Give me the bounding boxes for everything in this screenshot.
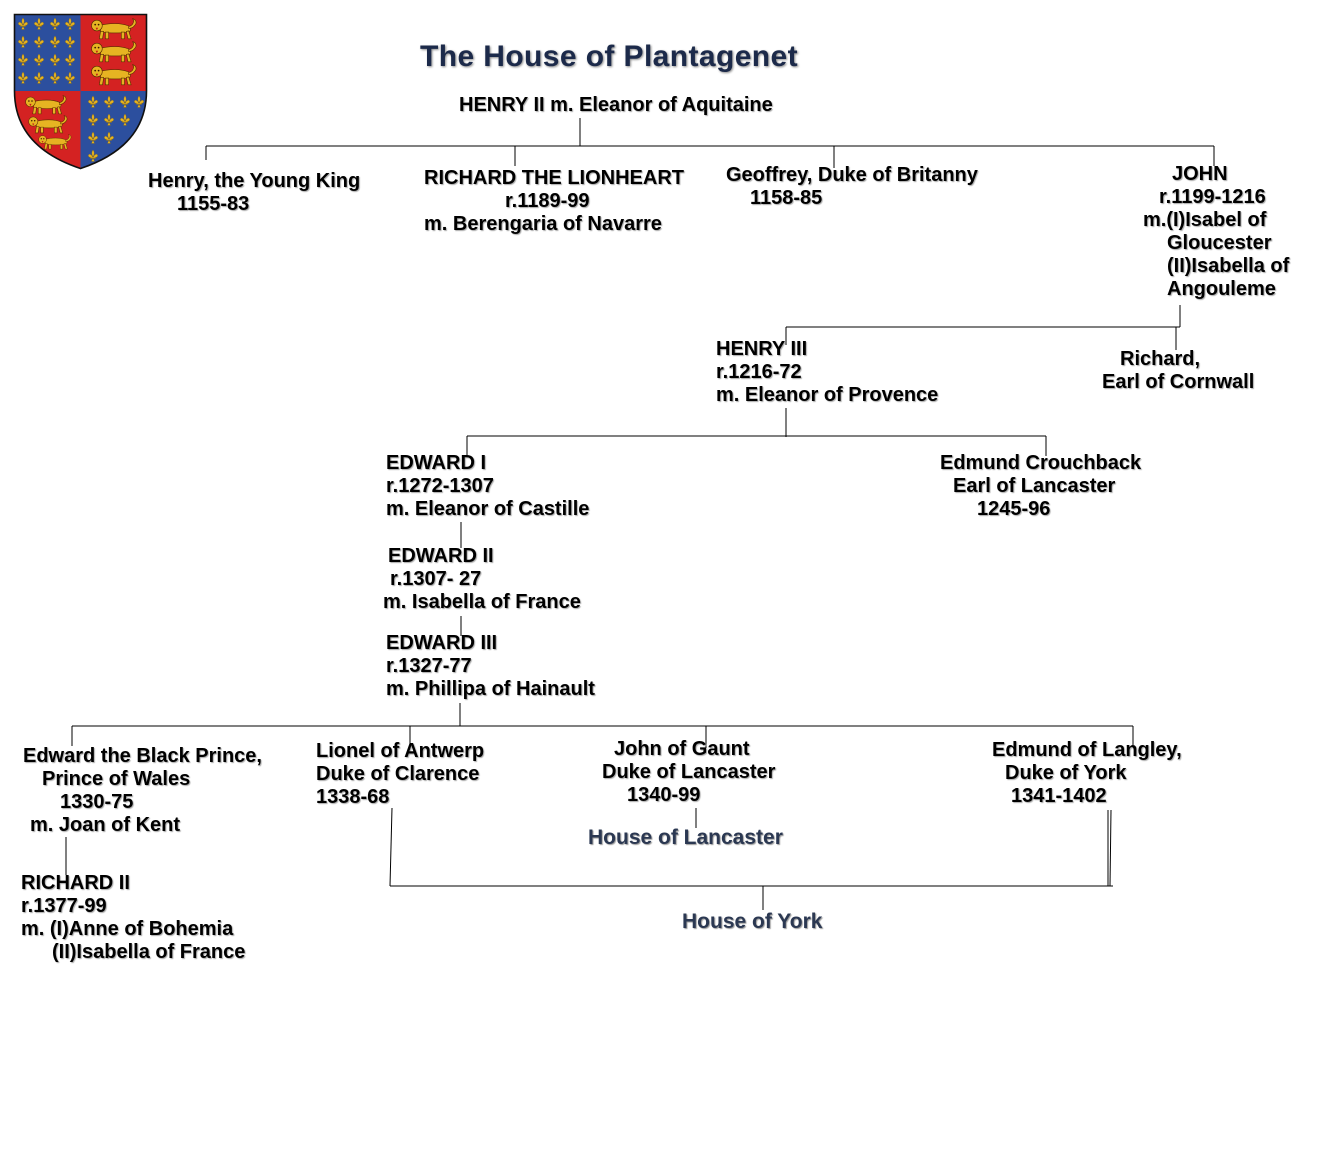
richard-cornwall-title: Earl of Cornwall [1102,371,1255,393]
connector-line [389,807,393,887]
black-prince-marriage: m. Joan of Kent [30,814,181,836]
edmund-crouchback-dates: 1245-96 [977,498,1051,520]
edmund-crouchback-title: Earl of Lancaster [953,475,1116,497]
langley-dates: 1341-1402 [1011,785,1107,807]
edward-i-marriage: m. Eleanor of Castille [386,498,590,520]
coat-of-arms-shield [13,13,148,170]
shield-quarter-france [80,91,147,169]
person-edward-i: EDWARD I r.1272-1307 m. Eleanor of Casti… [386,452,589,521]
black-prince-name: Edward the Black Prince, [23,745,262,767]
shield-quarter-england [14,91,81,169]
gaunt-dates: 1340-99 [627,784,701,806]
person-lionel-of-antwerp: Lionel of Antwerp Duke of Clarence 1338-… [316,740,484,809]
richard-i-name: RICHARD THE LIONHEART [424,167,684,189]
richard-cornwall-name: Richard, [1120,348,1201,370]
young-king-dates: 1155-83 [177,193,250,215]
edward-iii-reign: r.1327-77 [386,655,472,677]
john-marriage-2: (II)Isabella of [1167,255,1290,277]
henry-iii-reign: r.1216-72 [716,361,802,383]
connector-line [1109,809,1112,887]
edmund-crouchback-name: Edmund Crouchback [940,452,1142,474]
edward-i-reign: r.1272-1307 [386,475,494,497]
richard-ii-name: RICHARD II [21,872,130,894]
black-prince-dates: 1330-75 [60,791,134,813]
gaunt-name: John of Gaunt [614,738,750,760]
edward-iii-name: EDWARD III [386,632,498,654]
person-richard-earl-of-cornwall: Richard, Earl of Cornwall [1102,348,1254,394]
langley-title: Duke of York [1005,762,1127,784]
person-edward-ii: EDWARD II r.1307- 27 m. Isabella of Fran… [383,545,581,614]
page-title: The House of Plantagenet [420,40,798,73]
richard-i-marriage: m. Berengaria of Navarre [424,213,662,235]
john-reign: r.1199-1216 [1159,186,1266,208]
edward-iii-marriage: m. Phillipa of Hainault [386,678,595,700]
person-edward-iii: EDWARD III r.1327-77 m. Phillipa of Hain… [386,632,595,701]
henry-iii-name: HENRY III [716,338,808,360]
langley-name: Edmund of Langley, [992,739,1182,761]
john-marriage-1: m.(I)Isabel of [1143,209,1267,231]
john-name: JOHN [1172,163,1228,185]
person-richard-ii: RICHARD II r.1377-99 m. (I)Anne of Bohem… [21,872,245,964]
richard-i-reign: r.1189-99 [505,190,590,212]
person-henry-iii: HENRY III r.1216-72 m. Eleanor of Proven… [716,338,938,407]
person-edmund-of-langley: Edmund of Langley, Duke of York 1341-140… [992,739,1182,808]
john-marriage-1-cont: Gloucester [1167,232,1272,254]
henry-iii-marriage: m. Eleanor of Provence [716,384,939,406]
edward-ii-name: EDWARD II [388,545,494,567]
house-of-lancaster-label: House of Lancaster [588,826,783,849]
young-king-name: Henry, the Young King [148,170,361,192]
person-richard-the-lionheart: RICHARD THE LIONHEART r.1189-99 m. Beren… [424,167,684,236]
henry-ii-name: HENRY II m. Eleanor of Aquitaine [459,94,773,116]
geoffrey-dates: 1158-85 [750,187,823,209]
gaunt-title: Duke of Lancaster [602,761,776,783]
person-john: JOHN r.1199-1216 m.(I)Isabel of Gloucest… [1143,163,1289,301]
richard-ii-reign: r.1377-99 [21,895,107,917]
richard-ii-marriage-1: m. (I)Anne of Bohemia [21,918,234,940]
edward-ii-marriage: m. Isabella of France [383,591,581,613]
person-edmund-crouchback: Edmund Crouchback Earl of Lancaster 1245… [940,452,1141,521]
shield-quarter-france [14,14,81,91]
black-prince-title: Prince of Wales [42,768,191,790]
person-henry-the-young-king: Henry, the Young King 1155-83 [148,170,360,216]
lionel-dates: 1338-68 [316,786,390,808]
person-edward-the-black-prince: Edward the Black Prince, Prince of Wales… [23,745,262,837]
person-john-of-gaunt: John of Gaunt Duke of Lancaster 1340-99 [602,738,775,807]
richard-ii-marriage-2: (II)Isabella of France [52,941,246,963]
edward-ii-reign: r.1307- 27 [390,568,482,590]
house-of-york-label: House of York [682,910,823,933]
person-geoffrey-duke-of-brittany: Geoffrey, Duke of Britanny 1158-85 [726,164,978,210]
geoffrey-name: Geoffrey, Duke of Britanny [726,164,978,186]
edward-i-name: EDWARD I [386,452,486,474]
lionel-title: Duke of Clarence [316,763,480,785]
john-marriage-2-cont: Angouleme [1167,278,1276,300]
shield-outline [13,13,148,170]
person-henry-ii: HENRY II m. Eleanor of Aquitaine [459,94,773,117]
lionel-name: Lionel of Antwerp [316,740,485,762]
